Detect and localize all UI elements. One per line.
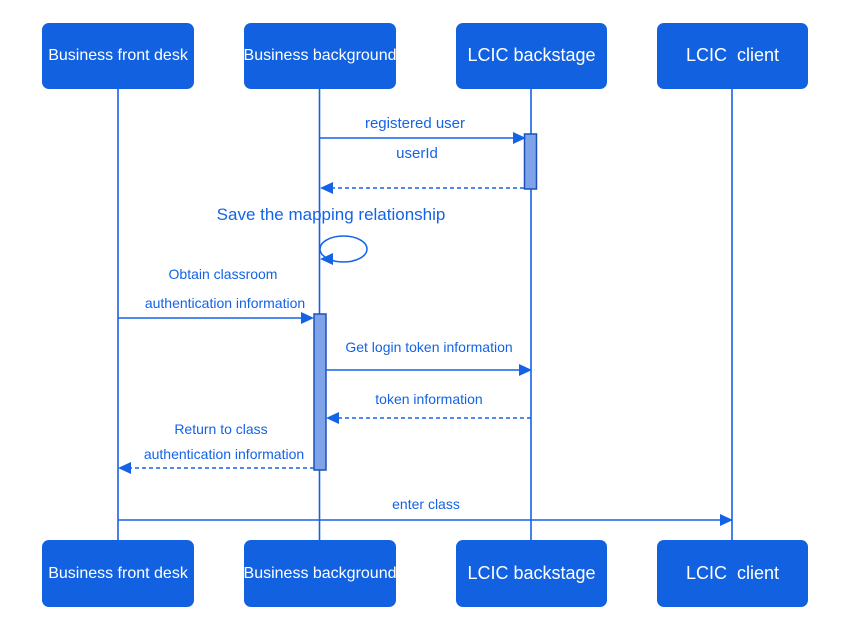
message-label-enter-class: enter class xyxy=(392,496,460,512)
actor-business-front-desk-top: Business front desk xyxy=(42,23,194,89)
actor-lcic-backstage-bottom: LCIC backstage xyxy=(456,540,607,607)
message-label-userid: userId xyxy=(396,145,438,162)
actor-lcic-backstage-top: LCIC backstage xyxy=(456,23,607,89)
message-label-save-mapping: Save the mapping relationship xyxy=(216,205,446,224)
actor-lcic-client-top: LCIC client xyxy=(657,23,808,89)
message-label-get-login-token: Get login token information xyxy=(345,339,513,355)
message-label-token-information: token information xyxy=(375,391,483,407)
arrowhead-userid-return xyxy=(320,182,333,194)
message-label-return-to-class-line2: authentication information xyxy=(143,446,305,462)
arrowhead-save-mapping xyxy=(320,253,333,265)
arrowhead-registered-user xyxy=(513,132,526,144)
message-label-obtain-classroom-line1: Obtain classroom xyxy=(168,266,278,282)
message-label-obtain-classroom-line2: authentication information xyxy=(144,295,306,311)
arrowhead-enter-class xyxy=(720,514,733,526)
actor-business-background-top: Business background xyxy=(244,23,397,89)
message-label-return-to-class-line1: Return to class xyxy=(174,421,268,437)
arrowhead-return-to-class xyxy=(118,462,131,474)
self-loop-save-mapping xyxy=(319,235,368,263)
actor-lcic-client-bottom: LCIC client xyxy=(657,540,808,607)
actor-business-front-desk-bottom: Business front desk xyxy=(42,540,194,607)
activation-lcic-backstage xyxy=(523,133,538,190)
arrowhead-get-login-token xyxy=(519,364,532,376)
arrowhead-obtain-classroom xyxy=(301,312,314,324)
message-label-registered-user: registered user xyxy=(364,115,466,132)
actor-business-background-bottom: Business background xyxy=(244,540,397,607)
activation-business-background xyxy=(313,313,327,471)
arrowhead-token-information xyxy=(326,412,339,424)
